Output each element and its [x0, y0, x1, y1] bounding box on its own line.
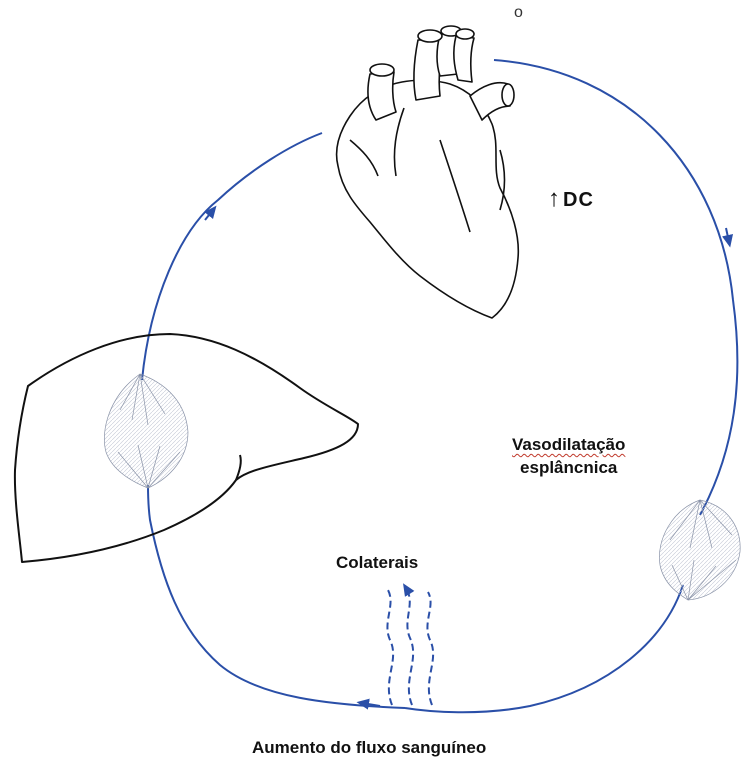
collateral-1 [387, 590, 393, 705]
vasodilation-line-2: esplâncnica [512, 456, 625, 479]
vessel-top-1 [418, 30, 442, 42]
pulmonary-opening [502, 84, 514, 106]
splanchnic-capillaries [659, 500, 740, 600]
vessel-liver-up [142, 133, 322, 380]
heart-icon [337, 26, 519, 318]
vessel-top-3 [456, 29, 474, 39]
splanchnic-vasodilation-label: Vasodilatação esplâncnica [512, 433, 625, 479]
stray-mark-label: o [514, 4, 523, 22]
vasodilation-line-1: Vasodilatação [512, 433, 625, 456]
collateral-2 [406, 588, 413, 705]
capillary-network-icon [104, 374, 740, 600]
collaterals-label: Colaterais [336, 553, 418, 573]
collateral-3 [427, 592, 433, 705]
vessel-right-down [405, 585, 683, 712]
arrow-right-side [726, 228, 729, 242]
liver-outline [15, 334, 358, 562]
heart-body [337, 80, 519, 318]
hepatic-capillaries [104, 374, 188, 488]
superior-vena-cava [368, 72, 396, 120]
increased-blood-flow-label: Aumento do fluxo sanguíneo [252, 738, 486, 758]
up-arrow-icon: ↑ [548, 189, 561, 209]
aorta-branch-3 [454, 36, 474, 82]
collateral-vessels [387, 588, 433, 705]
svc-opening [370, 64, 394, 76]
dc-text: DC [563, 189, 594, 211]
cardiac-output-label: ↑DC [548, 189, 594, 212]
liver-icon [15, 334, 358, 562]
